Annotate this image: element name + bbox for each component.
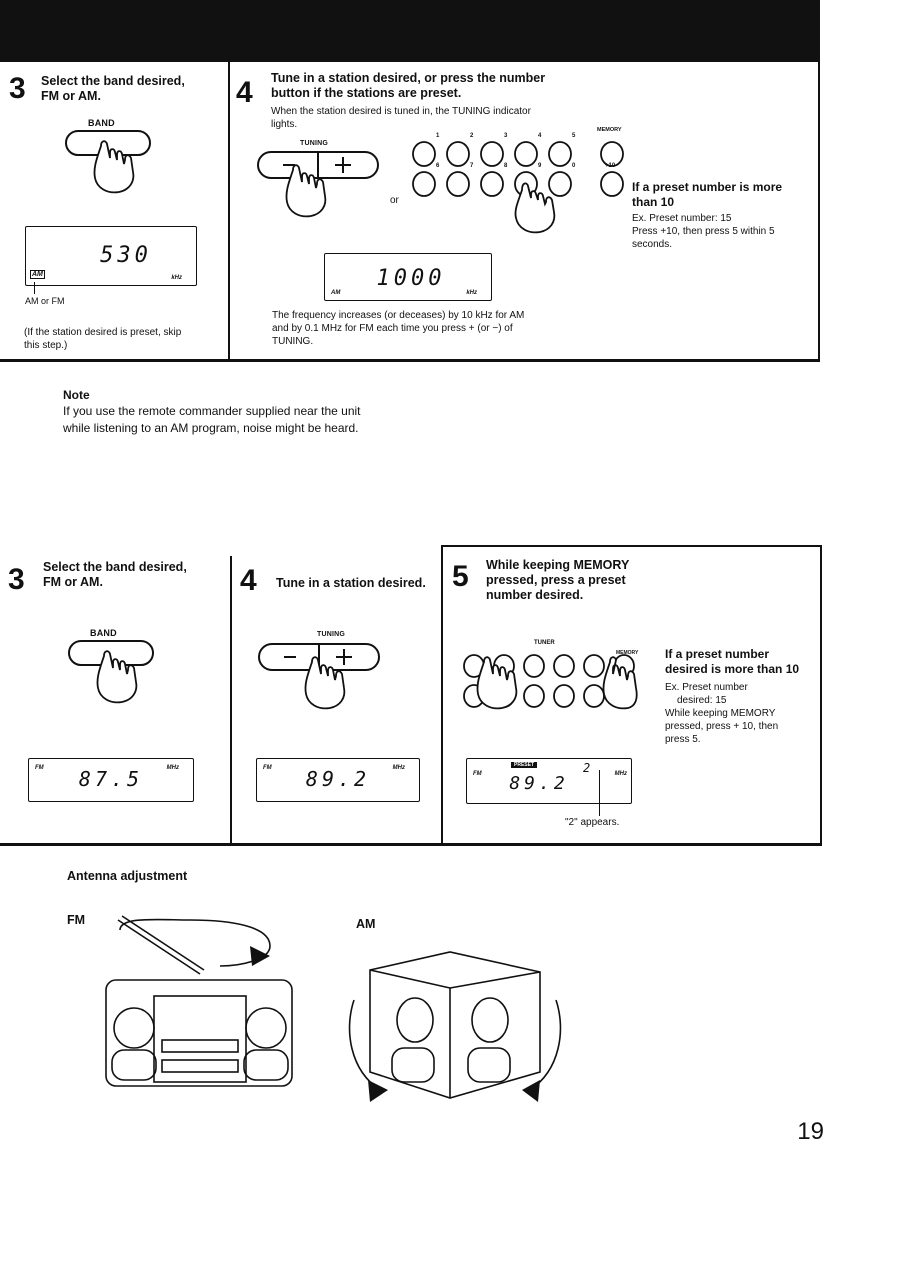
top-right-border	[818, 62, 820, 359]
step-heading: Select the band desired, FM or AM.	[41, 74, 185, 103]
callout-text: "2" appears.	[565, 817, 620, 828]
lcd-unit: kHz	[466, 290, 477, 296]
lcd-display: FM PRESET 89.2 2 MHz	[466, 758, 632, 804]
band-label: BAND	[88, 118, 115, 128]
lcd-frequency: 89.2	[509, 773, 569, 794]
hand-pointer-icon	[602, 656, 638, 710]
hand-pointer-icon	[285, 164, 327, 218]
step-heading: Tune in a station desired.	[276, 576, 426, 590]
preset-buttons[interactable]	[460, 650, 640, 745]
button-3-label: 3	[504, 133, 508, 139]
lcd-display: FM 89.2 MHz	[256, 758, 420, 802]
callout-line	[599, 770, 600, 816]
lcd-frequency: 530	[100, 243, 152, 268]
note-title: Note	[63, 388, 90, 402]
hand-pointer-icon	[96, 650, 138, 704]
bottom-right-border	[820, 545, 822, 843]
top-section-bottom-rule	[0, 359, 820, 362]
lcd-unit: MHz	[614, 771, 627, 777]
note-body: If you use the remote commander supplied…	[63, 404, 361, 435]
lcd-frequency: 89.2	[305, 767, 371, 791]
button-7-label: 7	[470, 163, 474, 169]
bottom-divider-1	[230, 556, 232, 843]
lcd-unit: MHz	[392, 765, 405, 771]
side-note-body: Ex. Preset number desired: 15 While keep…	[665, 682, 779, 745]
number-buttons[interactable]	[410, 124, 635, 244]
lcd-frequency: 87.5	[78, 767, 144, 791]
band-indicator: AM	[331, 290, 341, 296]
lcd-unit: kHz	[171, 275, 182, 281]
hand-pointer-icon	[304, 656, 346, 710]
button-6-label: 6	[436, 163, 440, 169]
preset-digit: 2	[583, 761, 591, 775]
tuning-button[interactable]	[255, 148, 385, 238]
page-number: 19	[797, 1118, 824, 1145]
band-label: BAND	[90, 628, 117, 638]
button-9-label: 9	[538, 163, 542, 169]
side-note-title: If a preset number desired is more than …	[665, 647, 800, 676]
button-8-label: 8	[504, 163, 508, 169]
button-4-label: 4	[538, 133, 542, 139]
band-button[interactable]	[63, 128, 153, 198]
am-antenna-illustration	[348, 951, 562, 1102]
side-note-title: If a preset number is more than 10	[632, 180, 783, 209]
step-number: 3	[9, 72, 26, 105]
band-indicator: FM	[35, 765, 44, 771]
tuning-label: TUNING	[300, 140, 329, 147]
lcd-display: FM 87.5 MHz	[28, 758, 194, 802]
tuning-button[interactable]	[256, 640, 386, 720]
callout-text: AM or FM	[25, 296, 65, 306]
step-number: 4	[240, 564, 257, 597]
step-number: 4	[236, 76, 253, 109]
bottom-section-bottom-rule	[0, 843, 822, 846]
band-indicator: FM	[263, 765, 272, 771]
lcd-frequency: 1000	[376, 266, 446, 291]
header-bar	[0, 0, 820, 62]
fm-antenna-illustration	[105, 915, 293, 1087]
fm-label: FM	[67, 913, 86, 927]
step-heading: Select the band desired, FM or AM.	[43, 560, 187, 589]
hand-pointer-icon	[93, 140, 135, 194]
bottom-section-top-rule	[441, 545, 822, 547]
step-number: 3	[8, 563, 25, 596]
frequency-note: The frequency increases (or deceases) by…	[272, 310, 525, 347]
preset-badge: PRESET	[511, 762, 538, 768]
callout-line	[34, 282, 35, 294]
tuning-label: TUNING	[317, 631, 346, 638]
band-indicator: AM	[30, 270, 45, 279]
button-0-label: 0	[572, 163, 576, 169]
side-note-body: Ex. Preset number: 15 Press +10, then pr…	[632, 213, 775, 250]
am-label: AM	[356, 917, 376, 931]
step-description: When the station desired is tuned in, th…	[271, 106, 531, 130]
lcd-display: AM 530 kHz	[25, 226, 197, 286]
step-heading: Tune in a station desired, or press the …	[271, 71, 546, 100]
or-label: or	[390, 195, 399, 206]
step-heading: While keeping MEMORY pressed, press a pr…	[486, 558, 630, 602]
hand-pointer-icon	[476, 656, 518, 710]
lcd-display: AM 1000 kHz	[324, 253, 492, 301]
memory-label: MEMORY	[616, 650, 639, 656]
step-note: (If the station desired is preset, skip …	[24, 327, 182, 351]
tuner-label: TUNER	[534, 640, 555, 646]
plus10-label: +10	[605, 163, 616, 169]
top-divider	[228, 62, 230, 359]
step-number: 5	[452, 560, 469, 593]
band-button[interactable]	[66, 638, 156, 708]
memory-label: MEMORY	[597, 127, 622, 133]
button-5-label: 5	[572, 133, 576, 139]
lcd-unit: MHz	[166, 765, 179, 771]
antenna-title: Antenna adjustment	[67, 869, 188, 883]
button-1-label: 1	[436, 133, 440, 139]
band-indicator: FM	[473, 771, 482, 777]
button-2-label: 2	[470, 133, 474, 139]
hand-pointer-icon	[514, 182, 556, 234]
bottom-divider-2	[441, 545, 443, 843]
